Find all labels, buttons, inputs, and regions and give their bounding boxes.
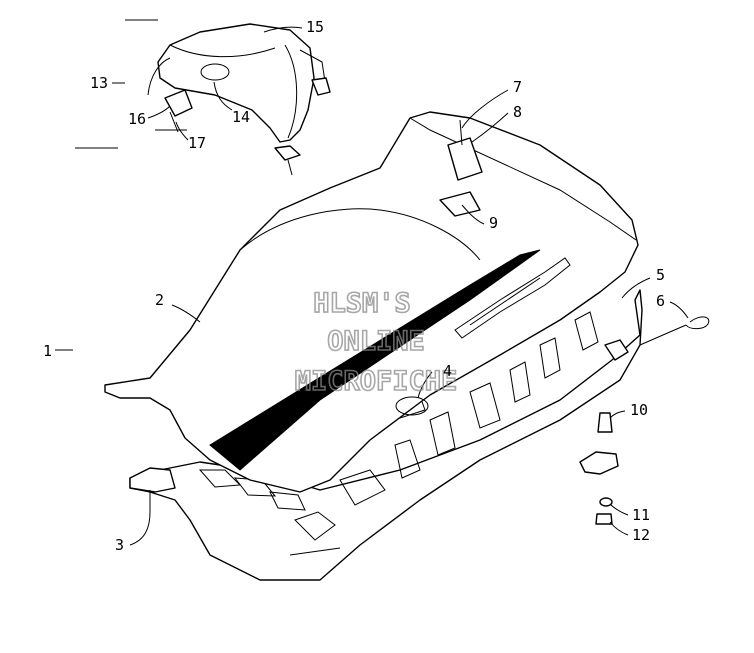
callout-7: 7 xyxy=(513,78,522,96)
callout-3: 3 xyxy=(115,536,124,554)
callout-4: 4 xyxy=(443,362,452,380)
callout-17: 17 xyxy=(188,134,206,152)
callout-10: 10 xyxy=(630,401,648,419)
backrest-assembly xyxy=(147,23,331,176)
callout-11: 11 xyxy=(632,506,650,524)
callout-1: 1 xyxy=(43,342,52,360)
callout-14: 14 xyxy=(232,108,250,126)
watermark-line-3: MICROFICHE xyxy=(295,366,458,397)
callout-16: 16 xyxy=(128,110,146,128)
watermark-line-2: ONLINE xyxy=(327,326,425,357)
seat-cushion-cover xyxy=(104,111,639,493)
callout-5: 5 xyxy=(656,266,665,284)
callout-12: 12 xyxy=(632,526,650,544)
callout-2: 2 xyxy=(155,291,164,309)
callout-labels: 1 2 3 4 5 6 7 8 9 10 11 12 13 14 15 16 1… xyxy=(43,18,665,554)
callout-9: 9 xyxy=(489,214,498,232)
leader-lines xyxy=(55,19,689,546)
callout-15: 15 xyxy=(306,18,324,36)
callout-13: 13 xyxy=(90,74,108,92)
callout-8: 8 xyxy=(513,103,522,121)
callout-6: 6 xyxy=(656,292,665,310)
watermark-line-1: HLSM'S xyxy=(313,288,411,319)
watermark: HLSM'S ONLINE MICROFICHE xyxy=(294,287,458,398)
seat-hardware xyxy=(439,119,710,525)
